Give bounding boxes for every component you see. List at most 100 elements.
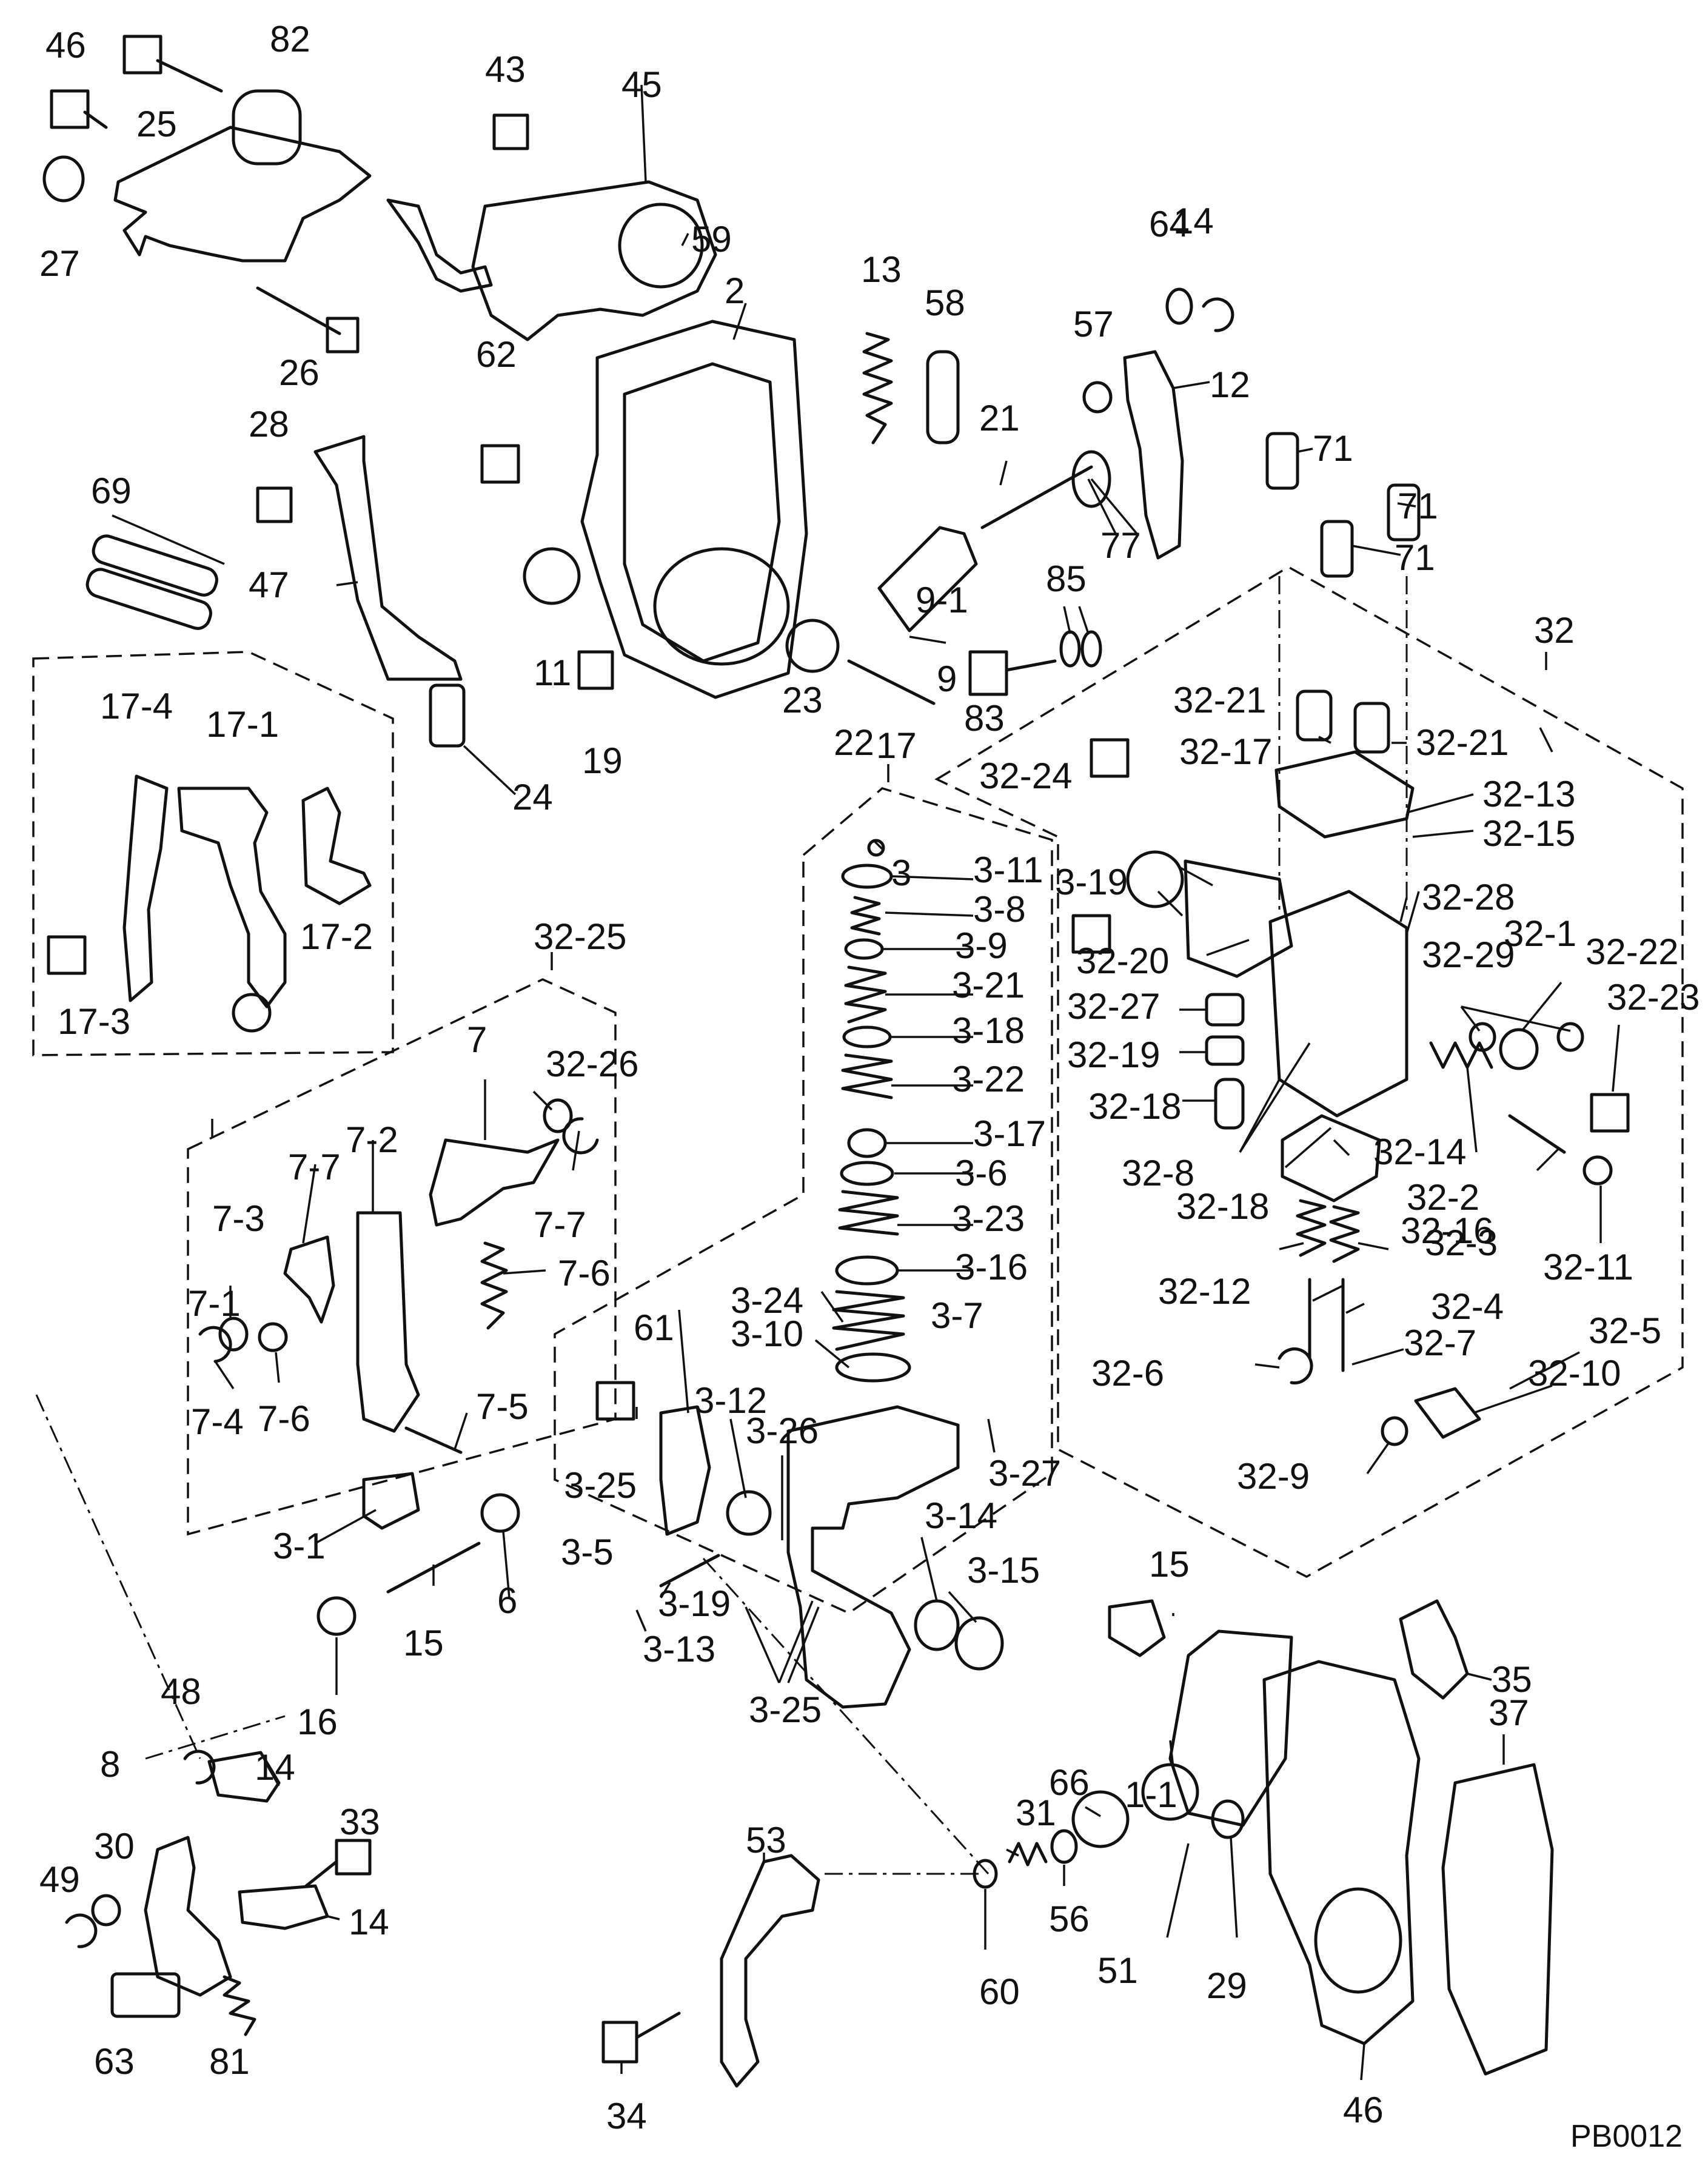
callout-label: 32 [1534,610,1575,651]
lever-7-1 [356,1211,420,1433]
plate-32-9 [1414,1387,1481,1439]
governor-housing-2 [580,320,808,699]
callout-label: 9 [937,659,957,699]
plate-81 [110,1972,181,2018]
callout-label: 3-19 [1055,862,1128,902]
callout-label: 32-27 [1067,986,1160,1027]
callout-label: 14 [255,1747,295,1788]
callout-label: 17-3 [58,1001,130,1042]
spring-69a [92,534,218,597]
screw-71b [1387,483,1421,542]
callout-label: 3-11 [973,850,1043,890]
callout-label: 3-1 [273,1526,326,1566]
rod-32-3 [1508,1114,1566,1154]
lever-7-3 [283,1235,335,1324]
gasket-29 [1168,1629,1293,1827]
callout-label: 3-9 [955,925,1008,966]
callout-label: 53 [746,1820,786,1860]
callout-label: 32-18 [1176,1186,1269,1227]
callout-label: 3-10 [731,1313,803,1354]
callout-label: 3-22 [952,1059,1025,1099]
callout-label: 32-25 [534,916,626,957]
callout-label: 32-26 [546,1044,638,1084]
washer-66 [91,1894,121,1927]
lever-49 [720,1854,820,2088]
callout-label: 32-1 [1504,913,1576,954]
callout-label: 15 [1149,1544,1190,1585]
pump-bore [1314,1887,1402,1994]
callout-label: 69 [91,471,132,511]
callout-label: 43 [485,49,526,90]
callout-label: 32-2 [1407,1177,1479,1218]
bolt-17-3 [47,935,87,975]
callout-label: 19 [582,740,623,781]
callout-label: 13 [861,249,902,290]
washer-7-7a [543,1098,573,1133]
housing-bore [653,547,790,666]
bolt-43 [492,113,529,150]
washer-85a [1059,630,1081,668]
callout-label: 49 [39,1859,80,1900]
callout-label: 7-5 [476,1386,529,1427]
bolt-37 [335,1839,372,1876]
spring-13 [862,332,893,444]
callout-label: 71 [1398,486,1438,526]
callout-label: 46 [45,25,86,65]
callout-label: 32-21 [1416,722,1509,763]
callout-label: 3-26 [746,1411,819,1451]
pin-3-26 [726,1490,772,1536]
bolt-28 [256,486,293,523]
clip-7-6b [198,1326,232,1363]
callout-label: 71 [1395,537,1435,578]
callout-label: 7-2 [346,1119,398,1160]
callout-label: 3-27 [988,1453,1061,1494]
callout-label: 32-9 [1237,1456,1310,1497]
lever-17-2 [301,787,372,905]
washer-60 [1211,1799,1245,1839]
bolt-24 [429,683,466,748]
spring-34 [223,1975,256,2036]
callout-label: 58 [925,283,965,323]
clip-35 [1108,1599,1166,1657]
callout-label: 57 [1073,304,1114,344]
callout-label: 32-16 [1401,1210,1493,1251]
group-32-outline [934,565,1684,1578]
nut-27 [42,155,85,203]
pin-15a [480,1493,520,1533]
spring-32-16 [1429,1041,1493,1069]
block-32-2 [1281,1114,1381,1203]
callout-label: 21 [979,398,1020,438]
spring-53 [1008,1842,1048,1867]
plate-7-2 [429,1138,560,1227]
callout-label: 14 [1173,201,1214,241]
washer-7-7b [218,1317,249,1352]
bolt-83 [968,650,1008,696]
callout-label: 32-22 [1586,931,1678,972]
plug-1-1 [1071,1790,1130,1848]
oring-59 [618,203,704,289]
callout-label: 22 [834,722,874,763]
collar-23 [785,619,840,673]
lever-12 [1123,350,1184,560]
callout-label: 26 [279,352,320,393]
callout-label: 14 [349,1902,389,1942]
callout-label: 64 [1149,204,1190,244]
callout-label: 17-2 [300,916,373,957]
callout-label: 29 [1207,1965,1247,2006]
nut-32-29 [1499,1028,1539,1070]
washer-32-22b [1556,1022,1584,1052]
washer-32-26 [1381,1416,1408,1446]
shaft-9-1 [877,526,978,632]
callout-label: 32-19 [1067,1035,1160,1075]
callout-label: 3 [891,853,911,893]
clip-7-6a [562,1117,599,1155]
callout-label: 32-4 [1431,1286,1504,1327]
bracket-47 [313,435,463,681]
callout-label: 3-25 [564,1465,637,1506]
lever-8 [207,1751,281,1803]
callout-label: 24 [512,777,553,817]
bolt-46-head [50,89,90,129]
callout-label: 56 [1049,1899,1090,1939]
callout-label: 77 [1100,525,1141,566]
screw-32-21b [1353,702,1390,754]
